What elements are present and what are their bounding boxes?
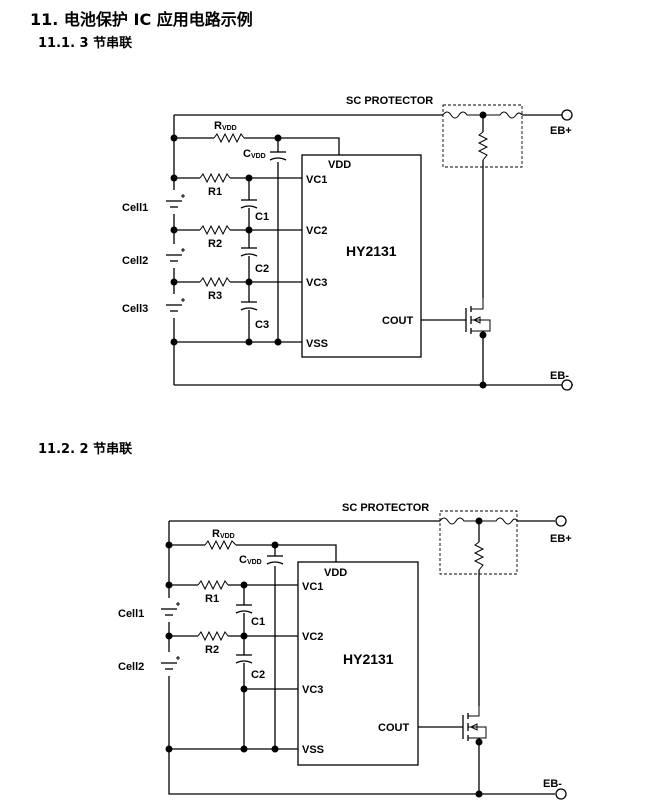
c3-label: C3	[255, 319, 269, 331]
heater-resistor	[477, 131, 489, 161]
cell2-label: Cell2	[118, 661, 144, 673]
r1-label: R1	[205, 593, 219, 605]
cell2-label: Cell2	[122, 255, 148, 267]
cvdd-label: CVDD	[239, 554, 262, 566]
battery-cell2	[166, 244, 185, 268]
heater-resistor	[473, 541, 485, 571]
fuse-element	[439, 517, 518, 525]
wire-rvdd	[169, 544, 337, 562]
eb-plus-label: EB+	[550, 533, 572, 545]
battery-cell1	[166, 190, 185, 214]
terminal-eb-minus	[555, 788, 567, 800]
battery-cell3	[166, 294, 185, 318]
eb-plus-label: EB+	[550, 125, 572, 137]
fuse-element	[442, 111, 523, 119]
ic-name: HY2131	[346, 243, 397, 259]
subsection-heading-3-series: 11.1. 3 节串联	[38, 36, 133, 51]
c1-label: C1	[255, 211, 269, 223]
terminal-eb-plus	[561, 109, 573, 121]
terminal-eb-plus	[555, 515, 567, 527]
cvdd-label: CVDD	[243, 148, 266, 160]
ic-name: HY2131	[343, 651, 394, 667]
c2-label: C2	[251, 669, 265, 681]
capacitor-c1	[235, 604, 253, 614]
resistor-r1	[199, 172, 231, 184]
sc-protector-label: SC PROTECTOR	[342, 502, 429, 514]
terminal-eb-minus	[561, 379, 573, 391]
junction-dots	[165, 517, 483, 798]
sc-protector-box	[442, 104, 523, 168]
mosfet	[462, 706, 487, 742]
c2-label: C2	[255, 263, 269, 275]
circuit-diagram-2-series: RVDD R1 R2 C1 C2 CVDD Cell1 Cell2 VDD VC…	[118, 502, 572, 800]
pin-vss: VSS	[302, 744, 324, 756]
subsection-heading-2-series: 11.2. 2 节串联	[38, 442, 133, 457]
resistor-r2	[197, 630, 229, 642]
rvdd-label: RVDD	[214, 120, 237, 132]
c1-label: C1	[251, 616, 265, 628]
pin-cout: COUT	[382, 315, 413, 327]
pin-vss: VSS	[306, 338, 328, 350]
resistor-rvdd	[204, 539, 237, 551]
cell1-label: Cell1	[118, 608, 144, 620]
cell3-label: Cell3	[122, 303, 148, 315]
cell1-label: Cell1	[122, 202, 148, 214]
sc-protector-label: SC PROTECTOR	[346, 95, 433, 107]
pin-vc3: VC3	[306, 277, 327, 289]
pin-vc1: VC1	[302, 581, 323, 593]
resistor-r1	[197, 579, 229, 591]
circuit-diagram-3-series: RVDD R1 R2 R3 C1 C2 C3 CVDD Cell1 Cell2 …	[122, 95, 573, 391]
pin-vc1: VC1	[306, 174, 327, 186]
capacitor-cvdd	[266, 555, 284, 565]
resistor-r3	[199, 276, 231, 288]
pin-cout: COUT	[378, 722, 409, 734]
pin-vc2: VC2	[302, 631, 323, 643]
pin-vdd: VDD	[324, 567, 347, 579]
pin-vc3: VC3	[302, 684, 323, 696]
eb-minus-label: EB-	[550, 370, 569, 382]
capacitor-c2	[235, 654, 253, 664]
r2-label: R2	[208, 238, 222, 250]
section-title: 11. 电池保护 IC 应用电路示例	[30, 10, 253, 29]
resistor-r2	[199, 224, 231, 236]
mosfet	[465, 298, 491, 335]
eb-minus-label: EB-	[543, 778, 562, 790]
r1-label: R1	[208, 186, 222, 198]
resistor-rvdd	[213, 132, 245, 144]
junction-dots	[170, 111, 487, 389]
ic-box	[297, 561, 419, 766]
battery-cell1	[161, 598, 180, 622]
capacitor-c2	[240, 247, 258, 257]
r2-label: R2	[205, 644, 219, 656]
ic-box	[301, 154, 422, 358]
battery-cell2	[161, 652, 180, 676]
rvdd-label: RVDD	[212, 528, 235, 540]
r3-label: R3	[208, 290, 222, 302]
capacitor-c3	[240, 301, 258, 311]
capacitor-c1	[240, 199, 258, 209]
capacitor-cvdd	[269, 151, 287, 161]
pin-vdd: VDD	[328, 159, 351, 171]
pin-vc2: VC2	[306, 225, 327, 237]
